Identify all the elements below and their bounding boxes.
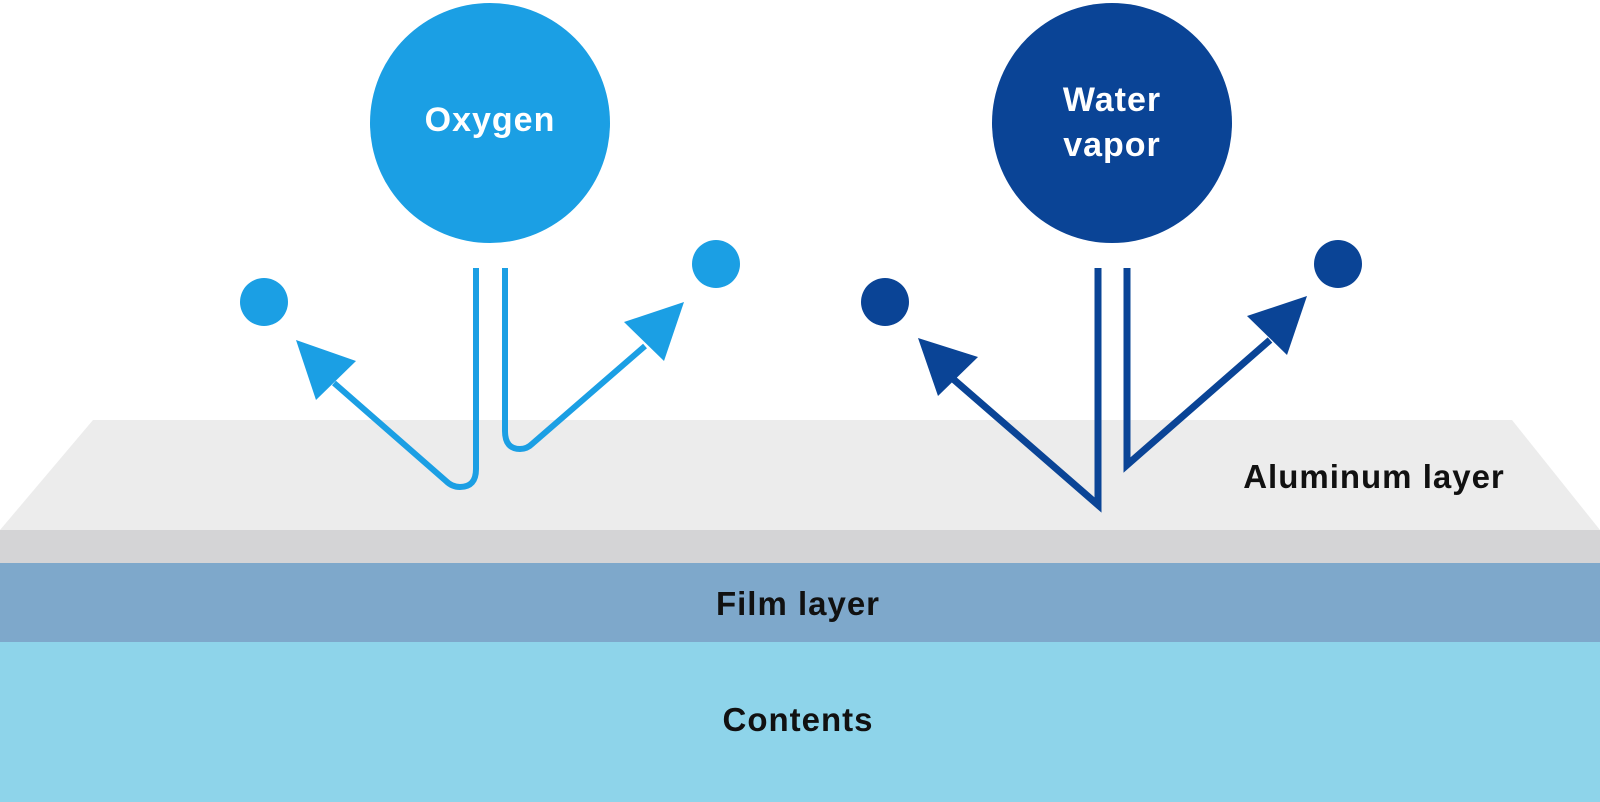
water-vapor-molecule (992, 3, 1232, 243)
oxygen-particle-left (240, 278, 288, 326)
water-vapor-arrowhead-left (918, 338, 978, 396)
contents-layer (0, 641, 1600, 802)
contents-label: Contents (723, 701, 874, 738)
water-vapor-deflection-path (949, 268, 1102, 513)
aluminum-layer-label: Aluminum layer (1243, 458, 1505, 495)
oxygen-deflection-path (332, 268, 479, 490)
oxygen-label: Oxygen (425, 101, 556, 139)
aluminum-layer-surface (0, 420, 1600, 530)
oxygen-molecule (370, 3, 610, 243)
water-vapor-label-line1: Water (1063, 81, 1161, 119)
film-layer-label: Film layer (716, 585, 880, 622)
oxygen-particle-right (692, 240, 740, 288)
water-vapor-deflection-path (1123, 268, 1273, 473)
aluminum-layer-edge (0, 530, 1600, 563)
oxygen-arrowhead-right (624, 302, 684, 361)
water-vapor-particle-right (1314, 240, 1362, 288)
water-vapor-particle-left (861, 278, 909, 326)
water-vapor-arrowhead-right (1247, 296, 1307, 355)
film-layer (0, 562, 1600, 642)
water-vapor-label-line2: vapor (1063, 126, 1161, 164)
oxygen-arrowhead-left (296, 340, 356, 400)
oxygen-deflection-path (502, 268, 647, 452)
